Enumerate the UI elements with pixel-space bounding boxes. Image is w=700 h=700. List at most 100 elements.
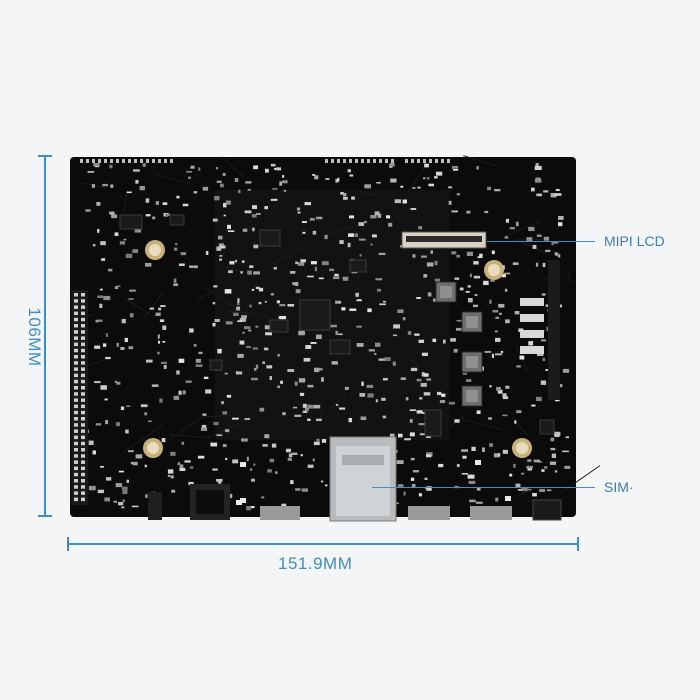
smd-component <box>535 163 539 168</box>
sim-card-holder-detail <box>342 455 384 465</box>
smd-component <box>263 347 269 351</box>
smd-component <box>184 460 191 463</box>
inductor-core <box>466 390 478 402</box>
smd-component <box>505 385 510 389</box>
smd-component <box>409 432 415 437</box>
header-pin <box>325 159 328 163</box>
smd-component <box>531 187 535 192</box>
smd-component <box>287 369 295 372</box>
smd-component <box>312 230 317 235</box>
header-pin <box>441 159 444 163</box>
smd-component <box>424 163 429 168</box>
header-pin <box>81 317 85 322</box>
header-pin <box>337 159 340 163</box>
smd-component <box>167 469 174 474</box>
smd-component <box>476 410 481 414</box>
smd-component <box>564 465 571 469</box>
smd-component <box>341 307 346 311</box>
pcb-trace <box>271 244 308 265</box>
smd-component <box>512 262 519 265</box>
smd-component <box>434 260 438 266</box>
smd-component <box>543 236 550 241</box>
smd-component <box>309 217 315 221</box>
smd-component <box>225 457 228 461</box>
smd-component <box>236 306 241 311</box>
smd-component <box>528 226 535 232</box>
height-dimension-bottom-tick <box>38 515 52 517</box>
smd-component <box>370 243 373 246</box>
smd-component <box>321 439 327 443</box>
smd-component <box>451 165 459 169</box>
smd-component <box>144 262 152 267</box>
smd-component <box>367 308 372 313</box>
smd-component <box>155 312 161 316</box>
smd-component <box>292 406 298 409</box>
smd-component <box>417 186 421 189</box>
pcb-trace <box>274 383 311 414</box>
smd-component <box>526 237 533 241</box>
smd-component <box>325 178 330 180</box>
smd-component <box>356 325 362 328</box>
smd-component <box>558 215 564 220</box>
smd-component <box>366 384 374 388</box>
smd-component <box>115 422 120 427</box>
smd-component <box>313 404 321 409</box>
header-pin <box>81 324 85 328</box>
header-pin <box>74 336 78 340</box>
smd-component <box>541 469 545 472</box>
smd-component <box>301 221 307 224</box>
smd-component <box>466 210 471 214</box>
smd-component <box>102 343 107 347</box>
smd-component <box>234 259 238 263</box>
smd-component <box>410 457 415 461</box>
smd-component <box>283 189 287 192</box>
smd-component <box>351 196 355 200</box>
smd-component <box>310 261 317 265</box>
smd-component <box>104 398 108 401</box>
smd-component <box>550 193 557 198</box>
smd-component <box>330 324 337 328</box>
smd-component <box>244 418 251 420</box>
smd-component <box>264 300 267 303</box>
header-pin <box>74 423 78 427</box>
smd-component <box>304 407 309 411</box>
smd-component <box>451 210 458 213</box>
smd-component <box>397 484 404 488</box>
smd-component <box>432 338 437 343</box>
smd-component <box>234 177 239 182</box>
smd-component <box>397 309 404 314</box>
header-pin <box>74 355 78 359</box>
smd-component <box>367 393 374 398</box>
header-pin <box>81 479 85 483</box>
smd-component <box>558 304 562 308</box>
smd-component <box>116 342 120 347</box>
smd-component <box>373 352 377 355</box>
header-pin <box>158 159 161 163</box>
pcb-trace <box>227 310 254 315</box>
header-pin <box>74 448 78 452</box>
smd-component <box>109 211 115 215</box>
header-pin <box>74 342 78 347</box>
pcb-trace <box>407 164 427 193</box>
header-pin <box>405 159 408 163</box>
smd-component <box>145 198 150 203</box>
header-pin <box>81 497 85 502</box>
header-pin <box>170 159 173 163</box>
right-pin-header <box>548 260 560 400</box>
smd-component <box>120 347 125 350</box>
header-pin <box>164 159 167 163</box>
smd-component <box>242 228 248 232</box>
inductor-core <box>466 316 478 328</box>
smd-component <box>202 413 207 416</box>
smd-component <box>97 229 100 233</box>
header-pin <box>81 410 85 415</box>
smd-component <box>426 177 430 180</box>
header-pin <box>81 348 85 353</box>
smd-component <box>304 202 311 206</box>
smd-component <box>162 202 168 205</box>
smd-component <box>264 325 271 330</box>
smd-component <box>189 466 194 469</box>
smd-component <box>546 489 552 492</box>
header-pin <box>140 159 143 163</box>
smd-component <box>473 261 479 265</box>
